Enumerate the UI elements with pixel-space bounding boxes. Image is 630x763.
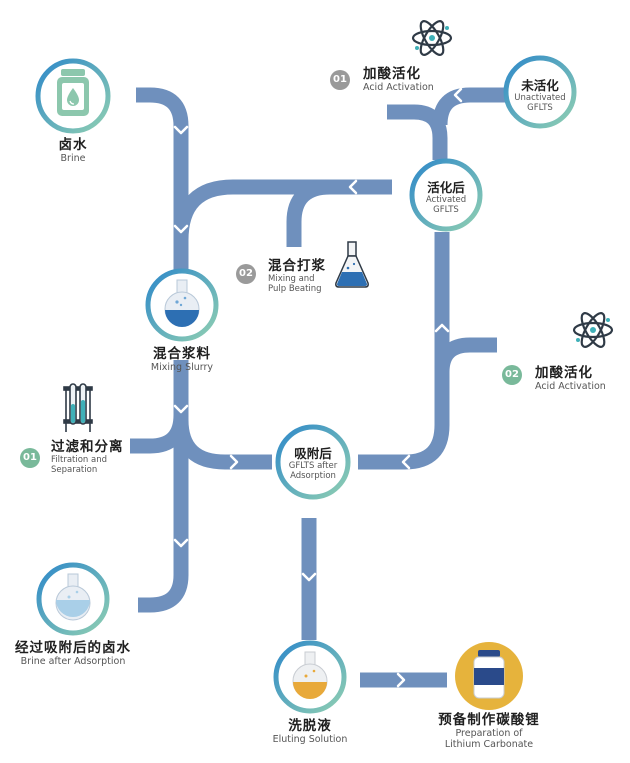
atom-icon — [572, 312, 614, 348]
after-adsorption-label: 吸附后 GFLTS after Adsorption — [273, 446, 353, 481]
lithium-carbonate-en1: Preparation of — [455, 728, 523, 739]
chevron-down — [173, 224, 189, 234]
mixing-pulp-label: 混合打浆 Mixing and Pulp Beating — [268, 258, 326, 294]
activated-en1: Activated — [425, 195, 467, 205]
chevron-down — [173, 538, 189, 548]
acid-activation-1-zh: 加酸活化 — [363, 66, 421, 82]
chevron-up — [434, 323, 450, 333]
product-bottle-icon — [473, 650, 505, 699]
mixing-slurry-label: 混合浆料 Mixing Slurry — [132, 346, 232, 373]
pipe-to-brine-after — [138, 440, 189, 613]
unactivated-zh: 未活化 — [521, 78, 559, 93]
eluting-en: Eluting Solution — [272, 734, 348, 745]
brine-node — [35, 58, 111, 134]
step-badge-acid-activation-2: 02 — [502, 365, 522, 385]
filtration-en2: Separation — [51, 465, 98, 475]
brine-en: Brine — [60, 153, 86, 164]
round-flask-icon — [164, 279, 200, 327]
after-adsorption-en1: GFLTS after — [288, 461, 338, 471]
lithium-carbonate-node — [455, 642, 523, 710]
pipe-acid2-branch — [434, 337, 497, 373]
unactivated-node — [503, 55, 577, 129]
flow-chevrons — [173, 87, 463, 688]
mixing-pulp-en2: Pulp Beating — [268, 284, 322, 294]
round-flask-icon — [292, 651, 328, 699]
after-adsorption-en2: Adsorption — [290, 471, 336, 481]
pipe-unactivated-left — [432, 87, 505, 126]
pipe-branch-pulp — [286, 179, 331, 247]
chevron-right — [229, 454, 239, 470]
pipe-activated-down — [358, 232, 450, 470]
chevron-down — [301, 572, 317, 582]
activated-zh: 活化后 — [427, 180, 465, 195]
test-tubes-icon — [63, 383, 93, 432]
step-badge-filtration: 01 — [20, 448, 40, 468]
brine-zh: 卤水 — [58, 137, 88, 153]
acid-activation-1-en: Acid Activation — [363, 82, 434, 93]
brine-after-label: 经过吸附后的卤水 Brine after Adsorption — [3, 640, 143, 667]
lithium-carbonate-label: 预备制作碳酸锂 Preparation of Lithium Carbonate — [424, 712, 554, 750]
filtration-label: 过滤和分离 Filtration and Separation — [51, 439, 124, 475]
pipe-slurry-down — [173, 360, 272, 470]
atom-icon — [411, 20, 453, 56]
filtration-en1: Filtration and — [51, 455, 108, 465]
mixing-slurry-en: Mixing Slurry — [150, 362, 214, 373]
acid-activation-2-label: 加酸活化 Acid Activation — [535, 365, 606, 392]
brine-after-en: Brine after Adsorption — [20, 656, 126, 667]
after-adsorption-node — [275, 424, 351, 500]
pipe-activated-to-slurry — [173, 179, 392, 241]
pipe-filtration-branch — [130, 414, 189, 454]
pipe-acid-top — [387, 104, 448, 160]
round-flask-icon — [55, 573, 91, 621]
eluting-zh: 洗脱液 — [288, 718, 332, 734]
lithium-carbonate-en2: Lithium Carbonate — [444, 739, 534, 750]
eluting-solution-node — [273, 640, 347, 714]
brine-after-zh: 经过吸附后的卤水 — [15, 640, 131, 656]
erlenmeyer-flask-icon — [335, 241, 369, 288]
chevron-down — [173, 404, 189, 414]
after-adsorption-zh: 吸附后 — [294, 446, 332, 461]
mixing-pulp-en1: Mixing and — [268, 274, 315, 284]
step-badge-acid-activation-1: 01 — [330, 70, 350, 90]
chevron-right — [396, 672, 406, 688]
chevron-left — [453, 87, 463, 103]
eluting-label: 洗脱液 Eluting Solution — [260, 718, 360, 745]
chevron-left — [348, 179, 358, 195]
unactivated-en1: Unactivated — [514, 93, 566, 103]
brine-after-adsorption-node — [36, 562, 110, 636]
step-badge-mixing-pulp: 02 — [236, 264, 256, 284]
acid-activation-2-zh: 加酸活化 — [535, 365, 593, 381]
activated-en2: GFLTS — [433, 205, 459, 215]
activated-label: 活化后 Activated GFLTS — [406, 180, 486, 215]
chevron-down — [173, 125, 189, 135]
brine-label: 卤水 Brine — [33, 137, 113, 164]
filtration-zh: 过滤和分离 — [51, 439, 124, 455]
mixing-pulp-zh: 混合打浆 — [268, 258, 326, 274]
acid-activation-1-label: 加酸活化 Acid Activation — [363, 66, 434, 93]
activated-node — [409, 158, 483, 232]
unactivated-en2: GFLTS — [527, 103, 553, 113]
lithium-carbonate-zh: 预备制作碳酸锂 — [438, 712, 540, 728]
acid-activation-2-en: Acid Activation — [535, 381, 606, 392]
chevron-left — [401, 454, 411, 470]
mixing-slurry-zh: 混合浆料 — [153, 346, 211, 362]
pipes — [130, 87, 505, 688]
brine-bottle-icon — [57, 69, 89, 116]
pipe-brine-to-slurry — [136, 87, 189, 272]
unactivated-label: 未活化 Unactivated GFLTS — [500, 78, 580, 113]
mixing-slurry-node — [145, 268, 219, 342]
